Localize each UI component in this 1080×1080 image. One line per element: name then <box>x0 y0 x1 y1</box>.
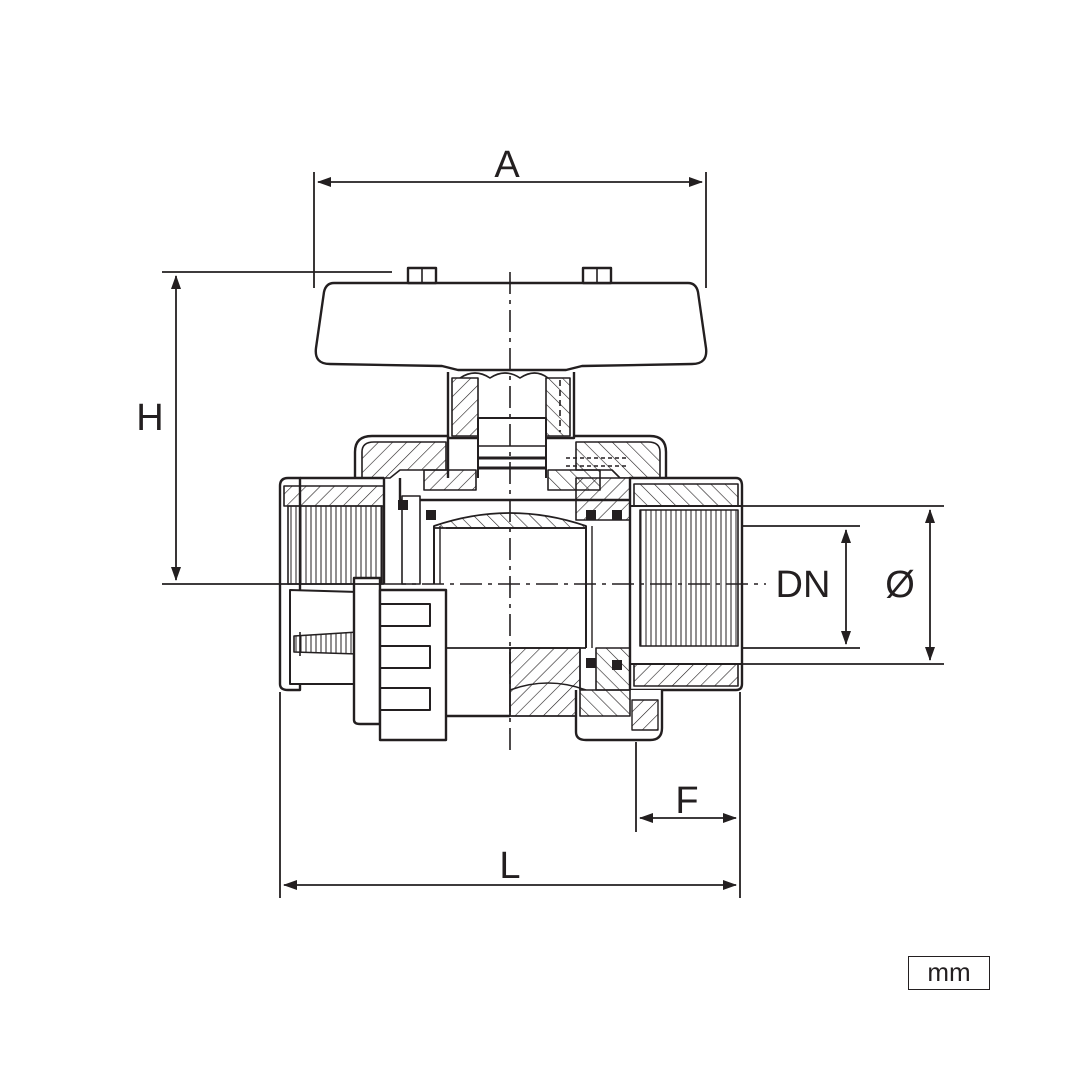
dimension-label-f: F <box>675 780 698 822</box>
dimension-label-l: L <box>499 845 520 887</box>
dimension-label-h: H <box>136 397 163 439</box>
dimension-label-a: A <box>494 144 520 186</box>
valve-handle <box>314 266 708 372</box>
dimension-lines <box>162 172 944 898</box>
dimension-label-dn: DN <box>776 564 831 606</box>
unit-label: mm <box>908 956 990 990</box>
left-end-connector <box>278 476 510 742</box>
valve-bore <box>446 527 586 649</box>
right-end-connector <box>574 476 744 742</box>
dimension-label-diameter: Ø <box>885 564 915 606</box>
valve-body <box>353 434 668 502</box>
center-lines <box>384 272 766 752</box>
